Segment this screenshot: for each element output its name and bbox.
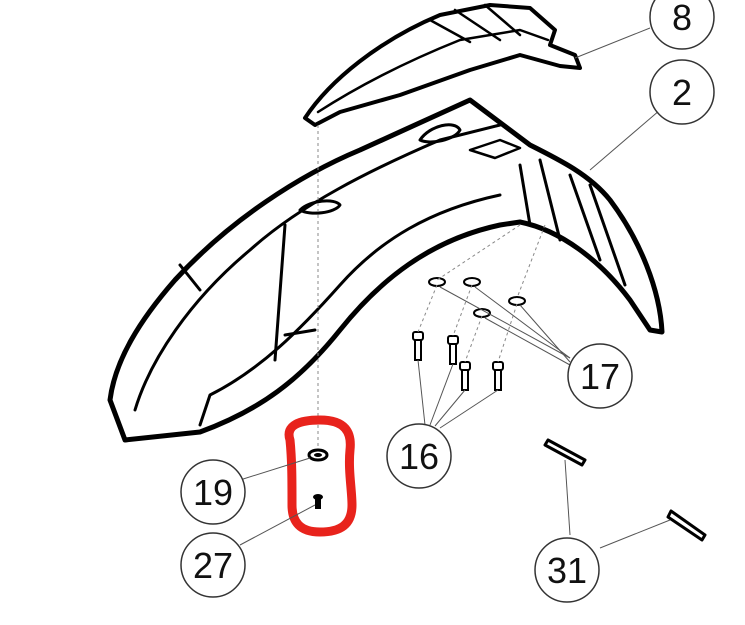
assembly-lines [317, 125, 546, 450]
leader-lines [239, 27, 671, 549]
callout-2: 2 [649, 59, 715, 125]
svg-text:27: 27 [193, 545, 233, 586]
callout-17: 17 [567, 343, 633, 409]
callout-8: 8 [649, 0, 715, 50]
part-27-screw [313, 494, 323, 509]
callout-31: 31 [534, 537, 600, 603]
part-2-front-fender [107, 97, 665, 443]
part-16-bolts [412, 331, 504, 391]
part-8-upper-bracket [303, 3, 582, 127]
svg-text:19: 19 [193, 472, 233, 513]
svg-text:8: 8 [672, 0, 692, 38]
part-31-stickers [543, 438, 707, 542]
svg-text:2: 2 [672, 72, 692, 113]
red-highlight-circle [284, 415, 357, 537]
callout-16: 16 [386, 423, 452, 489]
callout-19: 19 [180, 459, 246, 525]
callout-27: 27 [180, 532, 246, 598]
part-17-washers [428, 277, 526, 318]
svg-text:16: 16 [399, 436, 439, 477]
svg-text:31: 31 [547, 550, 587, 591]
part-19-washer [307, 448, 329, 462]
svg-text:17: 17 [580, 356, 620, 397]
